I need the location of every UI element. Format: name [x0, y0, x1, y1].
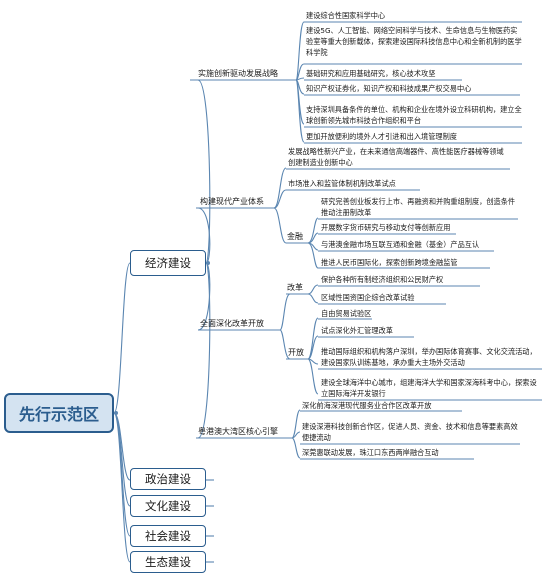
- branch-gba[interactable]: 粤港澳大湾区核心引擎: [198, 427, 278, 436]
- innovation-item: 支持深圳具备条件的单位、机构和企业在境外设立科研机构，建立全球创新领先城市科技合…: [306, 105, 522, 125]
- root-connector-dot: [114, 411, 118, 415]
- innovation-item: 基础研究和应用基础研究，核心技术攻坚: [306, 69, 436, 78]
- finance-item: 开展数字货币研究与移动支付等创新应用: [321, 223, 451, 232]
- gba-item: 深莞惠联动发展，珠江口东西两岸融合互动: [302, 448, 439, 457]
- branch-opening[interactable]: 开放: [288, 348, 304, 357]
- branch-reform[interactable]: 全面深化改革开放: [200, 319, 264, 328]
- finance-item: 与港澳金融市场互联互通和金融（基金）产品互认: [321, 240, 480, 249]
- opening-item: 自由贸易试验区: [321, 309, 372, 318]
- finance-item: 研究完善创业板发行上市、再融资和并购重组制度，创造条件推动注册制改革: [321, 197, 516, 217]
- finance-item: 推进人民币国际化，探索创新跨境金融监管: [321, 258, 458, 267]
- innovation-item: 建设5G、人工智能、网络空间科学与技术、生命信息与生物医药实验室等重大创新载体，…: [306, 26, 522, 57]
- node-politics[interactable]: 政治建设: [130, 468, 206, 490]
- node-economy[interactable]: 经济建设: [130, 250, 206, 276]
- branch-reform-sub[interactable]: 改革: [287, 283, 303, 292]
- innovation-item: 更加开放便利的境外人才引进和出入境管理制度: [306, 132, 457, 141]
- branch-finance[interactable]: 金融: [287, 232, 303, 241]
- branch-innovation[interactable]: 实施创新驱动发展战略: [198, 69, 278, 78]
- reform-item: 区域性国资国企综合改革试验: [321, 293, 415, 302]
- gba-item: 建设深港科技创新合作区，促进人员、资金、技术和信息等要素高效便捷流动: [302, 422, 518, 442]
- gba-item: 深化前海深港现代服务业合作区改革开放: [302, 401, 432, 410]
- innovation-item: 知识产权证券化，知识产权和科技成果产权交易中心: [306, 84, 472, 93]
- opening-item: 推动国际组织和机构落户深圳，举办国际体育赛事、文化交流活动，建设国家队训练基地，…: [321, 347, 537, 367]
- opening-item: 试点深化外汇管理改革: [321, 326, 393, 335]
- node-ecology[interactable]: 生态建设: [130, 551, 206, 573]
- node-society[interactable]: 社会建设: [130, 525, 206, 547]
- economy-connector-dot: [206, 261, 210, 265]
- industry-item: 发展战略性新兴产业，在未来通信高端器件、高性能医疗器械等领域创建制造业创新中心: [288, 147, 504, 167]
- node-culture[interactable]: 文化建设: [130, 495, 206, 517]
- industry-item: 市场准入和监管体制机制改革试点: [288, 179, 396, 188]
- innovation-item: 建设综合性国家科学中心: [306, 11, 386, 20]
- opening-item: 建设全球海洋中心城市，组建海洋大学和国家深海科考中心，探索设立国际海洋开发银行: [321, 378, 537, 398]
- branch-industry[interactable]: 构建现代产业体系: [200, 197, 264, 206]
- reform-item: 保护各种所有制经济组织和公民财产权: [321, 275, 444, 284]
- root-node[interactable]: 先行示范区: [4, 393, 114, 433]
